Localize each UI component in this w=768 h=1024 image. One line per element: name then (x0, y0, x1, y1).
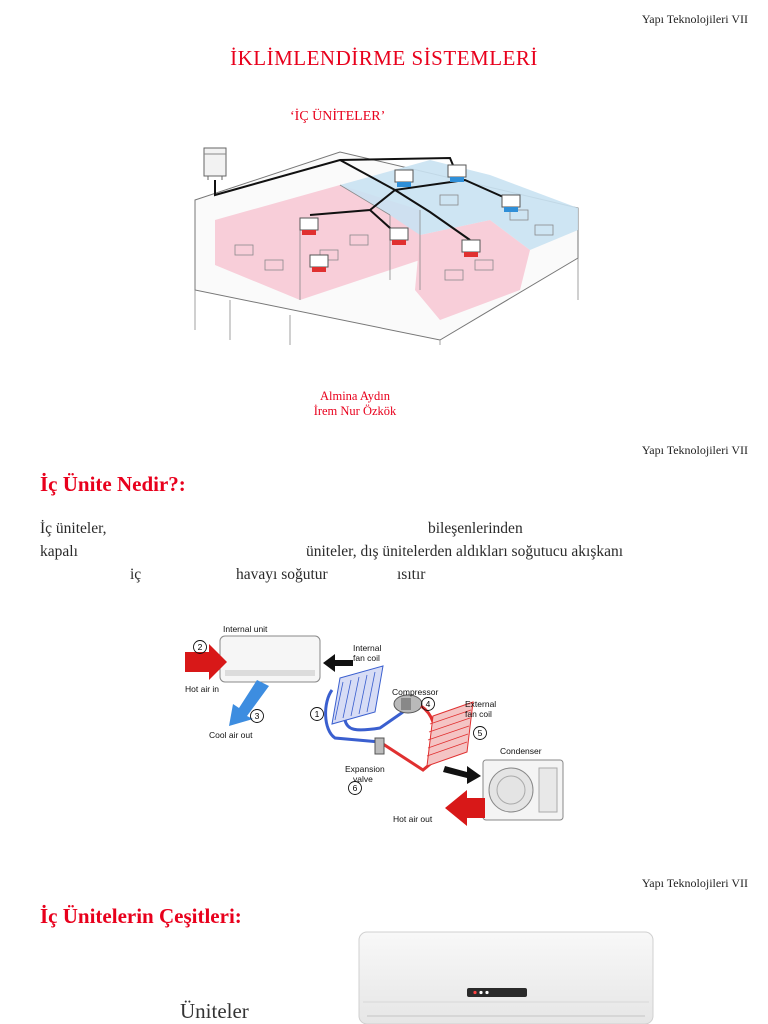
external-fan-coil-label: External (465, 699, 496, 709)
internal-unit (219, 635, 321, 683)
document-title: İKLİMLENDİRME SİSTEMLERİ (230, 46, 538, 70)
wall-mounted-indoor-unit-photo (358, 931, 654, 1024)
outdoor-unit (203, 147, 227, 180)
compressor-label: Compressor (392, 687, 438, 697)
hot-air-in-arrow (185, 644, 227, 680)
number-label: 4 (426, 699, 431, 709)
hot-air-out-arrow (445, 790, 485, 826)
external-fan-coil (426, 701, 474, 767)
condenser-unit (482, 759, 564, 821)
vrf-building-illustration (194, 147, 579, 345)
condenser-label: Condenser (500, 746, 542, 756)
pink-zone-2 (415, 220, 530, 320)
airflow-arrow (443, 766, 481, 784)
split-ac-cycle-diagram: 2 3 1 4 5 6 Internal unit Hot air in Coo… (185, 624, 564, 826)
expansion-valve-label: valve (353, 774, 373, 784)
running-head: Yapı Teknolojileri VII (641, 12, 748, 26)
blue-zone-2 (490, 175, 578, 250)
running-head: Yapı Teknolojileri VII (641, 876, 748, 890)
body-text-fragment: ısıtır (397, 566, 426, 583)
cool-air-out-label: Cool air out (209, 730, 253, 740)
number-label: 1 (315, 709, 320, 719)
running-head: Yapı Teknolojileri VII (641, 443, 748, 457)
number-label: 3 (255, 711, 260, 721)
hot-air-out-label: Hot air out (393, 814, 433, 824)
airflow-arrow (323, 654, 353, 672)
author-name: Almina Aydın (319, 389, 391, 403)
internal-fan-coil-label: fan coil (353, 653, 380, 663)
body-text-fragment: bileşenlerinden (428, 520, 523, 537)
external-fan-coil-label: fan coil (465, 709, 492, 719)
authors: Almina Aydın İrem Nur Özkök (290, 389, 420, 419)
body-text-fragment: kapalı (40, 543, 78, 560)
number-label: 6 (353, 783, 358, 793)
body-text-fragment: iç (130, 566, 142, 583)
cool-air-out-arrow (229, 680, 269, 726)
number-label: 2 (198, 642, 203, 652)
expansion-valve-label: Expansion (345, 764, 385, 774)
number-label: 5 (478, 728, 483, 738)
units-label: Üniteler (180, 999, 249, 1023)
section-heading: İç Ünitelerin Çeşitleri: (40, 904, 242, 928)
hot-air-in-label: Hot air in (185, 684, 219, 694)
section-subtitle: ‘İÇ ÜNİTELER’ (290, 109, 386, 124)
indoor-unit-cooling (394, 164, 521, 212)
display-panel (467, 988, 527, 997)
pink-zone (215, 185, 420, 300)
author-name: İrem Nur Özkök (313, 404, 397, 418)
body-text-fragment: üniteler, dış ünitelerden aldıkları soğu… (306, 543, 624, 560)
body-text-fragment: İç üniteler, (40, 520, 107, 537)
indoor-unit-heating (299, 217, 481, 272)
internal-fan-coil-label: Internal (353, 643, 381, 653)
section-heading: İç Ünite Nedir?: (40, 472, 186, 496)
internal-fan-coil (331, 665, 384, 725)
body-text-fragment: havayı soğutur (236, 566, 328, 583)
compressor (393, 694, 423, 714)
internal-unit-label: Internal unit (223, 624, 268, 634)
expansion-valve (374, 737, 385, 755)
